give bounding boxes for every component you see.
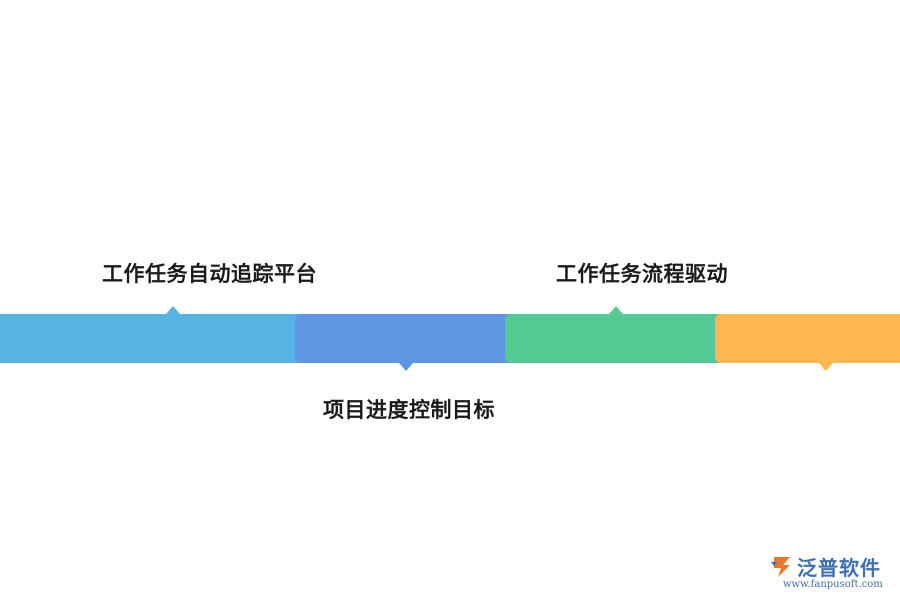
segment-2-pointer — [399, 363, 413, 371]
segment-3-pointer — [609, 306, 623, 314]
fanpusoft-watermark: 泛普软件 www.fanpusoft.com — [770, 553, 892, 593]
timeline-segment-2 — [295, 314, 530, 371]
fanpusoft-logo-icon — [771, 557, 790, 577]
step-1-label: 工作任务自动追踪平台 — [102, 262, 317, 286]
timeline-segment-4 — [715, 314, 900, 371]
brand-url: www.fanpusoft.com — [783, 579, 883, 590]
step-3-label: 工作任务流程驱动 — [556, 262, 728, 286]
segment-4-pointer — [819, 363, 833, 371]
timeline-segment-3 — [505, 306, 740, 363]
timeline-segment-1 — [0, 306, 320, 363]
step-2-label: 项目进度控制目标 — [323, 398, 495, 422]
segment-1-pointer — [166, 306, 180, 314]
brand-name: 泛普软件 — [797, 556, 881, 580]
